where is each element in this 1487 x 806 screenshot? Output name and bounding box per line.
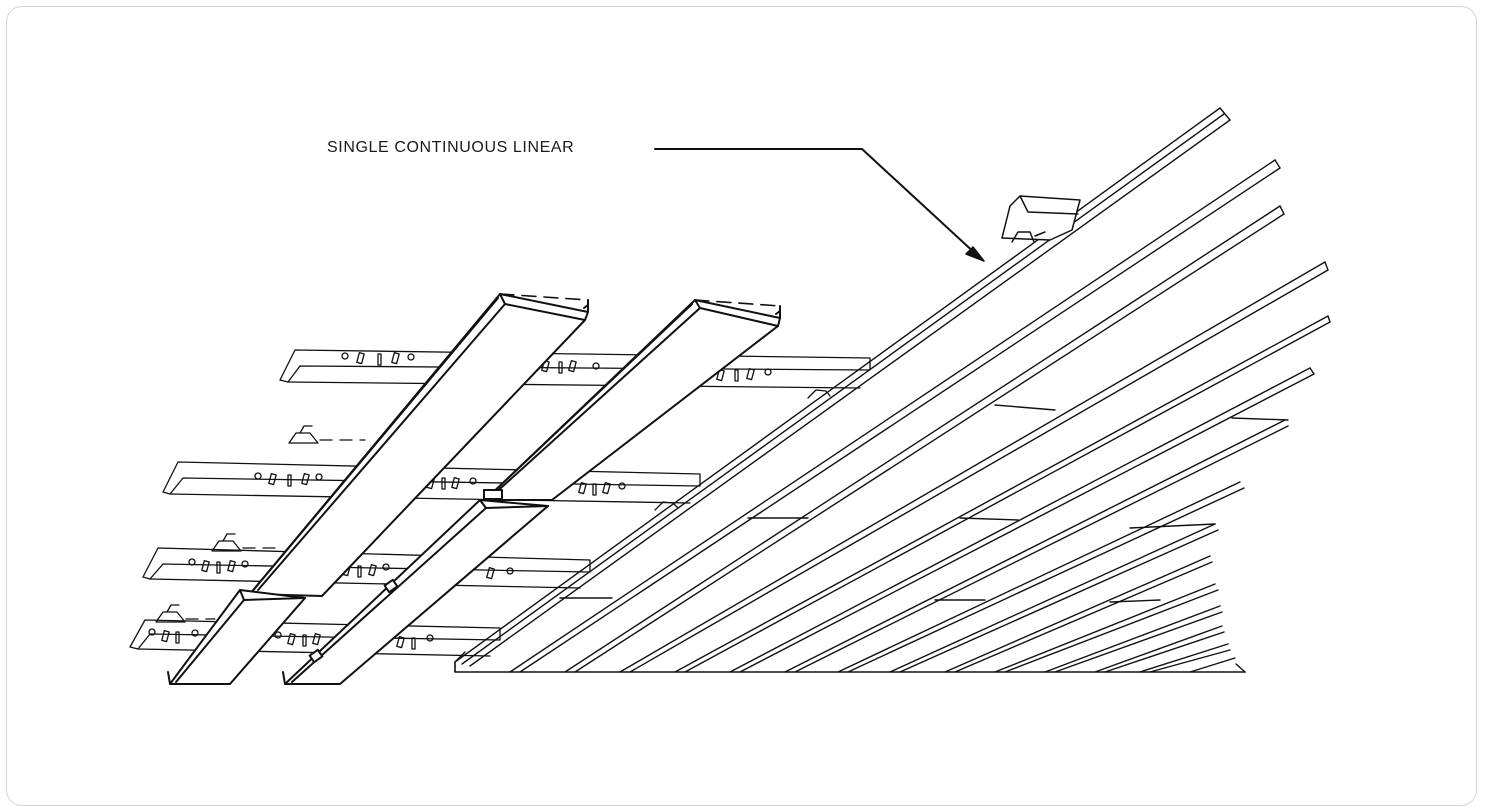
continuous-linear-panels bbox=[454, 107, 1331, 673]
panel-b-lower bbox=[282, 499, 549, 685]
carrier-rail-2 bbox=[162, 461, 701, 511]
carrier-rail-1 bbox=[279, 349, 871, 399]
callout-leader bbox=[654, 148, 985, 262]
hanger-clips bbox=[155, 425, 366, 623]
panel-a-lower bbox=[167, 589, 306, 685]
panel-b-upper bbox=[483, 299, 781, 501]
callout-label: SINGLE CONTINUOUS LINEAR bbox=[327, 139, 575, 156]
panel-a-upper bbox=[249, 293, 589, 597]
end-trim-piece bbox=[1001, 195, 1081, 243]
carrier-rail-3 bbox=[142, 547, 591, 589]
